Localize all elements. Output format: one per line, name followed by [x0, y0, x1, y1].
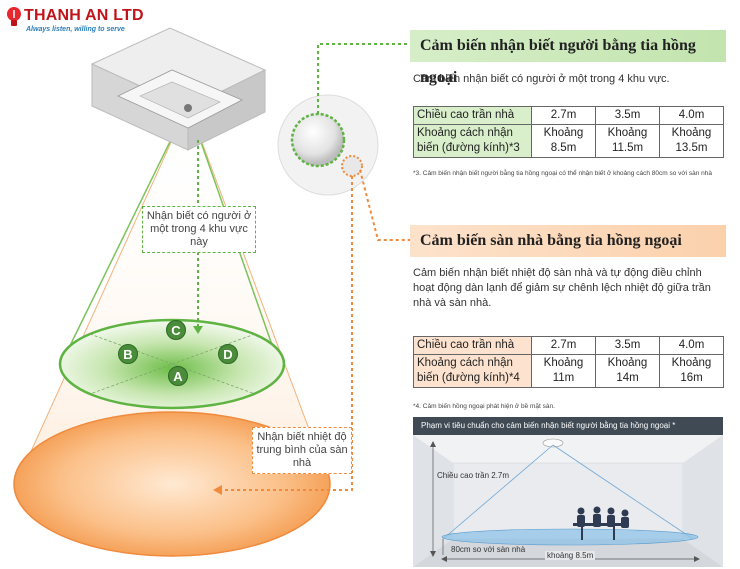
logo-tagline: Always listen, willing to serve [26, 26, 125, 33]
zone-a-marker: A [168, 366, 188, 386]
ceiling-height-label: Chiều cao trần 2.7m [437, 471, 510, 480]
table-header-cell: Chiều cao trần nhà [413, 336, 532, 355]
diagram-title: Phạm vi tiêu chuẩn cho cảm biến nhận biế… [413, 417, 723, 435]
table-header-cell: Khoảng cách nhận biến (đường kính)*3 [413, 124, 532, 158]
table-row: Khoảng cách nhận biến (đường kính)*3 Kho… [413, 124, 724, 158]
table-header-cell: Khoảng cách nhận biến (đường kính)*4 [413, 354, 532, 388]
floor-offset-label: 80cm so với sàn nhà [451, 545, 526, 554]
section2-description: Cảm biến nhận biết nhiệt độ sàn nhà và t… [413, 267, 711, 309]
zone-c-marker: C [166, 320, 186, 340]
room-illustration [413, 435, 723, 567]
table-cell: Khoảng 11m [531, 354, 596, 388]
section2-footnote: *4. Cảm biến hồng ngoại phát hiện ở bề m… [413, 403, 555, 410]
table-row: Chiều cao trần nhà 2.7m 3.5m 4.0m [413, 336, 724, 355]
presence-callout: Nhận biết có người ở một trong 4 khu vực… [142, 206, 256, 253]
table-cell: 3.5m [595, 106, 660, 125]
cassette-ac-unit [90, 27, 267, 151]
table-cell: 3.5m [595, 336, 660, 355]
lightbulb-icon [7, 7, 21, 26]
table-cell: Khoảng 8.5m [531, 124, 596, 158]
table-cell: Khoảng 14m [595, 354, 660, 388]
table-cell: 2.7m [531, 336, 596, 355]
table-cell: Khoảng 13.5m [659, 124, 724, 158]
diagram-room: Chiều cao trần 2.7m 80cm so với sàn nhà … [413, 435, 723, 567]
logo-title: THANH AN LTD [24, 7, 144, 24]
table-cell: Khoảng 11.5m [595, 124, 660, 158]
table-header-cell: Chiều cao trần nhà [413, 106, 532, 125]
zone-b-marker: B [118, 344, 138, 364]
zone-d-marker: D [218, 344, 238, 364]
section2-title: Cảm biến sàn nhà bằng tia hồng ngoại [410, 225, 726, 257]
width-label: khoảng 8.5m [545, 551, 596, 560]
section1-description: Cảm biến nhận biết có người ở một trong … [413, 73, 670, 85]
table-cell: 4.0m [659, 106, 724, 125]
section1-title: Cảm biến nhận biết người bằng tia hồng n… [410, 30, 726, 86]
floor-sensor [341, 155, 363, 177]
section1-spec-table: Chiều cao trần nhà 2.7m 3.5m 4.0m Khoảng… [413, 106, 724, 158]
table-cell: Khoảng 16m [659, 354, 724, 388]
table-row: Khoảng cách nhận biến (đường kính)*4 Kho… [413, 354, 724, 388]
table-cell: 2.7m [531, 106, 596, 125]
presence-sensor [290, 112, 346, 168]
table-row: Chiều cao trần nhà 2.7m 3.5m 4.0m [413, 106, 724, 125]
company-logo: THANH AN LTD Always listen, willing to s… [4, 4, 144, 40]
table-cell: 4.0m [659, 336, 724, 355]
detection-range-diagram: Phạm vi tiêu chuẩn cho cảm biến nhận biế… [413, 417, 723, 567]
floor-callout: Nhận biết nhiệt độ trung bình của sàn nh… [252, 427, 352, 474]
floor-detection-area [13, 411, 331, 557]
section2-spec-table: Chiều cao trần nhà 2.7m 3.5m 4.0m Khoảng… [413, 336, 724, 388]
section1-footnote: *3. Cảm biến nhận biết người bằng tia hồ… [413, 170, 713, 177]
